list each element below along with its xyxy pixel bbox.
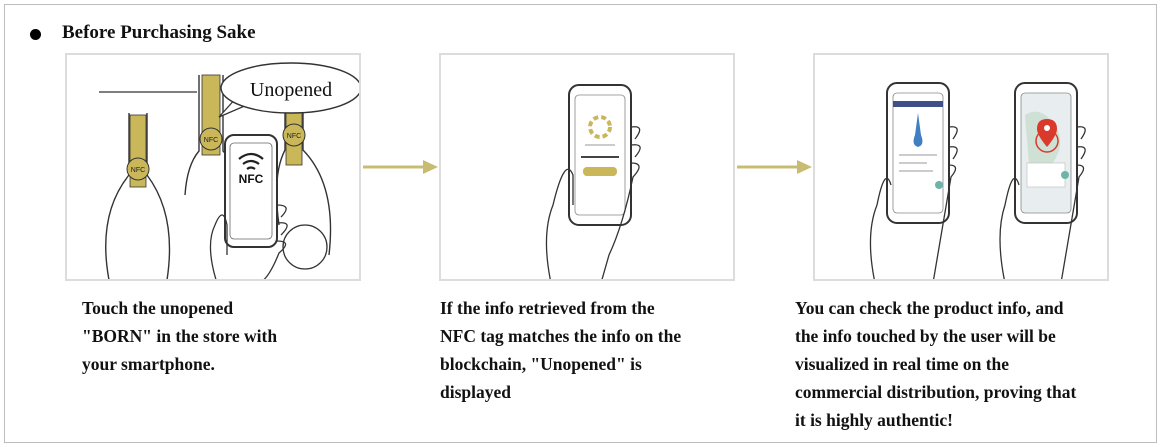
- step-1-caption: Touch the unopened "BORN" in the store w…: [82, 294, 277, 378]
- bullet-icon: [30, 29, 41, 40]
- step-3-illustration: [813, 53, 1109, 281]
- caption-line: "BORN" in the store with: [82, 326, 278, 346]
- bottle-left-icon: NFC: [105, 113, 171, 279]
- unopened-speech-bubble: Unopened: [218, 62, 359, 118]
- step-3-drawing: [869, 82, 1086, 279]
- arrow-2: [737, 160, 812, 174]
- caption-line: visualized in real time on the: [795, 354, 1010, 374]
- verification-phone-icon: [568, 84, 632, 226]
- caption-line: If the info retrieved from the: [440, 298, 655, 318]
- caption-line: commercial distribution, proving that: [795, 382, 1077, 402]
- product-info-phone-icon: [886, 82, 950, 224]
- step-2-illustration: [439, 53, 735, 281]
- map-phone-icon: [1014, 82, 1078, 224]
- caption-line: NFC tag matches the info on the: [440, 326, 682, 346]
- svg-text:NFC: NFC: [131, 167, 145, 174]
- caption-line: Touch the unopened: [82, 298, 234, 318]
- svg-text:NFC: NFC: [287, 133, 301, 140]
- arrow-1: [363, 160, 438, 174]
- svg-text:Unopened: Unopened: [250, 79, 332, 101]
- hand-icon: [209, 204, 288, 279]
- step-2-drawing: [545, 84, 641, 279]
- caption-line: your smartphone.: [82, 354, 215, 374]
- step-2-caption: If the info retrieved from the NFC tag m…: [440, 294, 681, 406]
- section-heading: Before Purchasing Sake: [62, 22, 256, 43]
- step-1-illustration: NFC NFC NFC Unopened: [65, 53, 361, 281]
- caption-line: You can check the product info, and: [795, 298, 1064, 318]
- svg-text:NFC: NFC: [239, 172, 264, 186]
- nfc-phone-icon: NFC: [224, 134, 278, 248]
- map-pin-icon: [1037, 119, 1057, 147]
- step-1-drawing: NFC NFC NFC Unopened: [99, 62, 359, 279]
- hand-icon: [869, 126, 958, 279]
- caption-line: it is highly authentic!: [795, 410, 954, 430]
- hand-icon: [999, 126, 1086, 279]
- svg-text:NFC: NFC: [204, 137, 218, 144]
- caption-line: blockchain, "Unopened" is: [440, 354, 642, 374]
- hand-icon: [545, 126, 641, 279]
- caption-line: the info touched by the user will be: [795, 326, 1056, 346]
- step-3-caption: You can check the product info, and the …: [795, 294, 1076, 434]
- caption-line: displayed: [440, 382, 511, 402]
